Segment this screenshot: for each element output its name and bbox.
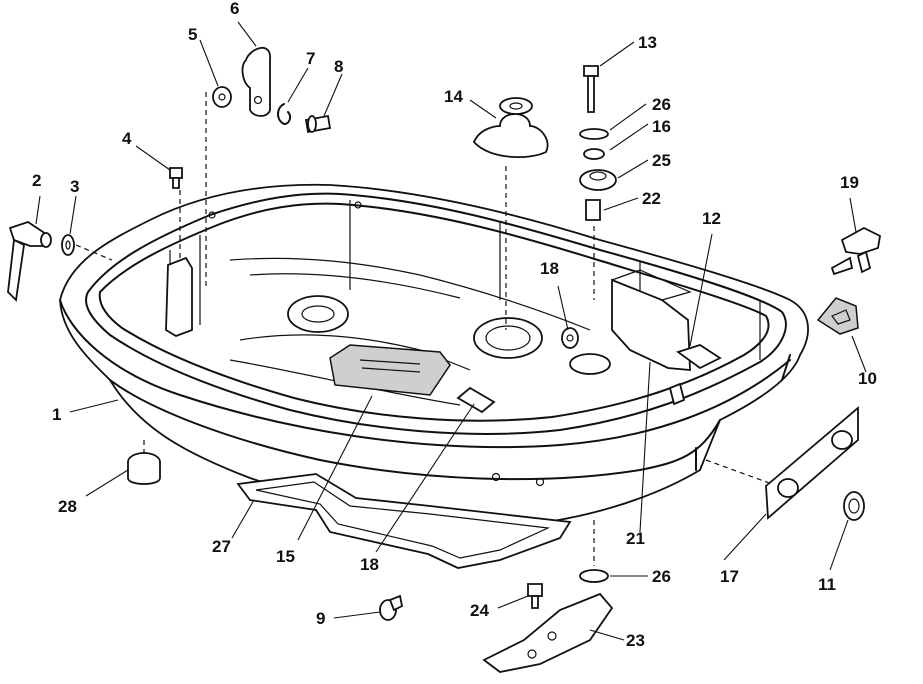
part-bolt [583,65,599,113]
part-washer-26-bottom [579,569,609,583]
callout-17: 17 [720,567,739,586]
part-washer-16 [583,148,605,160]
part-grommet-11 [843,491,865,521]
callout-12: 12 [702,209,721,228]
part-bushing-25 [579,169,617,191]
callout-2: 2 [32,171,41,190]
callout-3: 3 [70,177,79,196]
callout-4: 4 [122,129,132,148]
callout-27: 27 [212,537,231,556]
part-washer-26-top [579,128,609,140]
part-screw-21 [668,382,686,406]
part-washer-5 [212,86,232,108]
part-sleeve [585,199,601,221]
callout-26b: 26 [652,567,671,586]
callout-28: 28 [58,497,77,516]
part-pin [304,114,332,134]
part-mount [472,97,549,159]
callout-18b: 18 [360,555,379,574]
callout-23: 23 [626,631,645,650]
callout-9: 9 [316,609,325,628]
part-screw-24 [527,583,543,609]
callout-11: 11 [818,575,836,594]
callout-14: 14 [444,87,463,106]
leader-lines [35,21,867,641]
part-washer-3 [61,234,75,256]
callout-16: 16 [652,117,671,136]
part-lever [7,221,52,302]
part-clip-10 [816,297,859,335]
callout-5: 5 [188,25,197,44]
callout-21: 21 [626,529,645,548]
callout-7: 7 [306,49,315,68]
part-valve [830,226,881,276]
callout-25: 25 [652,151,671,170]
part-plug [379,594,404,621]
part-latch-hook [241,47,271,117]
callout-13: 13 [638,33,657,52]
callout-1: 1 [52,405,61,424]
part-bracket [482,592,614,673]
part-screw-4 [169,167,183,189]
callout-24: 24 [470,601,489,620]
part-plate [765,406,859,520]
part-washer-18 [561,327,579,349]
callout-10: 10 [858,369,877,388]
callout-26a: 26 [652,95,671,114]
callout-labels: 1 2 3 4 5 6 7 8 9 10 11 12 13 14 15 16 1… [32,0,877,650]
callout-6: 6 [230,0,239,18]
part-gasket [236,473,572,569]
callout-15: 15 [276,547,295,566]
callout-19: 19 [840,173,859,192]
lower-cover-pan [59,183,809,527]
part-grommet-28 [127,452,161,485]
callout-8: 8 [334,57,343,76]
callout-18a: 18 [540,259,559,278]
callout-22: 22 [642,189,661,208]
part-clip [277,103,292,125]
